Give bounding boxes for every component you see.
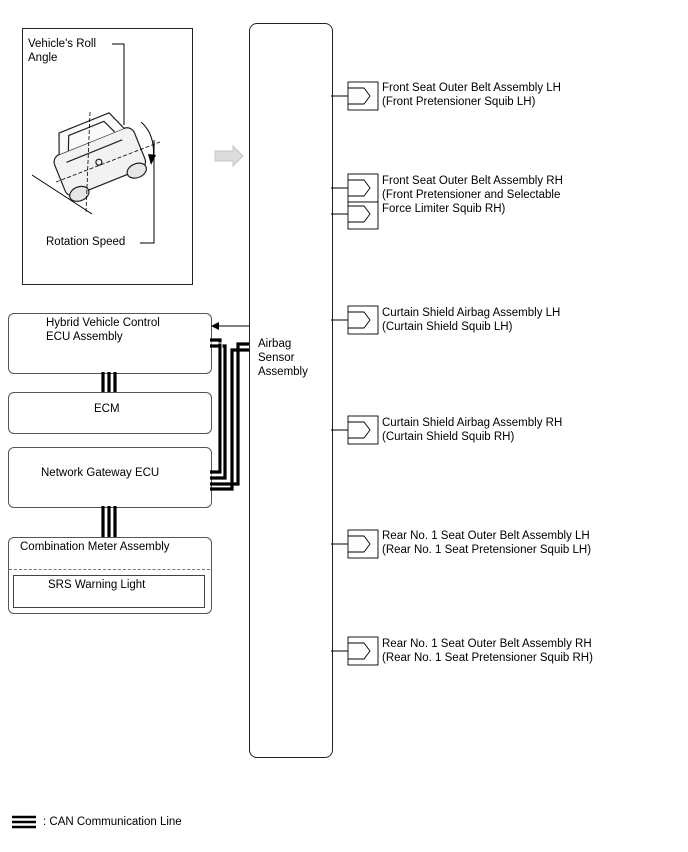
- squib-label-2: Front Seat Outer Belt Assembly RH (Front…: [382, 175, 563, 215]
- srs-warning-light-label: SRS Warning Light: [48, 579, 146, 591]
- legend-label: : CAN Communication Line: [43, 816, 182, 828]
- squib-label-6: Rear No. 1 Seat Outer Belt Assembly RH (…: [382, 638, 593, 664]
- srs-warning-light-box: [13, 575, 205, 608]
- hybrid-ecu-label: Hybrid Vehicle Control ECU Assembly: [46, 317, 160, 343]
- squib-label-3: Curtain Shield Airbag Assembly LH (Curta…: [382, 307, 561, 333]
- roll-angle-label: Vehicle's Roll Angle: [28, 38, 97, 64]
- vehicle-icon: [53, 112, 148, 202]
- roll-angle-leader: [112, 43, 125, 125]
- squib-label-5: Rear No. 1 Seat Outer Belt Assembly LH (…: [382, 530, 592, 556]
- rotation-speed-leader: [140, 140, 155, 244]
- ecm-box: [8, 392, 212, 434]
- airbag-sensor-label: Airbag Sensor Assembly: [258, 338, 308, 378]
- squib-label-1: Front Seat Outer Belt Assembly LH (Front…: [382, 82, 561, 108]
- combination-meter-label: Combination Meter Assembly: [20, 541, 170, 553]
- network-gateway-label: Network Gateway ECU: [41, 467, 160, 479]
- airbag-sensor-assembly: [249, 23, 333, 758]
- combination-meter-divider: [9, 569, 210, 570]
- squib-label-4: Curtain Shield Airbag Assembly RH (Curta…: [382, 417, 563, 443]
- ecm-label: ECM: [94, 403, 120, 415]
- can-line-legend-symbol: [12, 815, 36, 829]
- signal-arrow: [214, 144, 244, 168]
- rotation-speed-label: Rotation Speed: [46, 236, 126, 248]
